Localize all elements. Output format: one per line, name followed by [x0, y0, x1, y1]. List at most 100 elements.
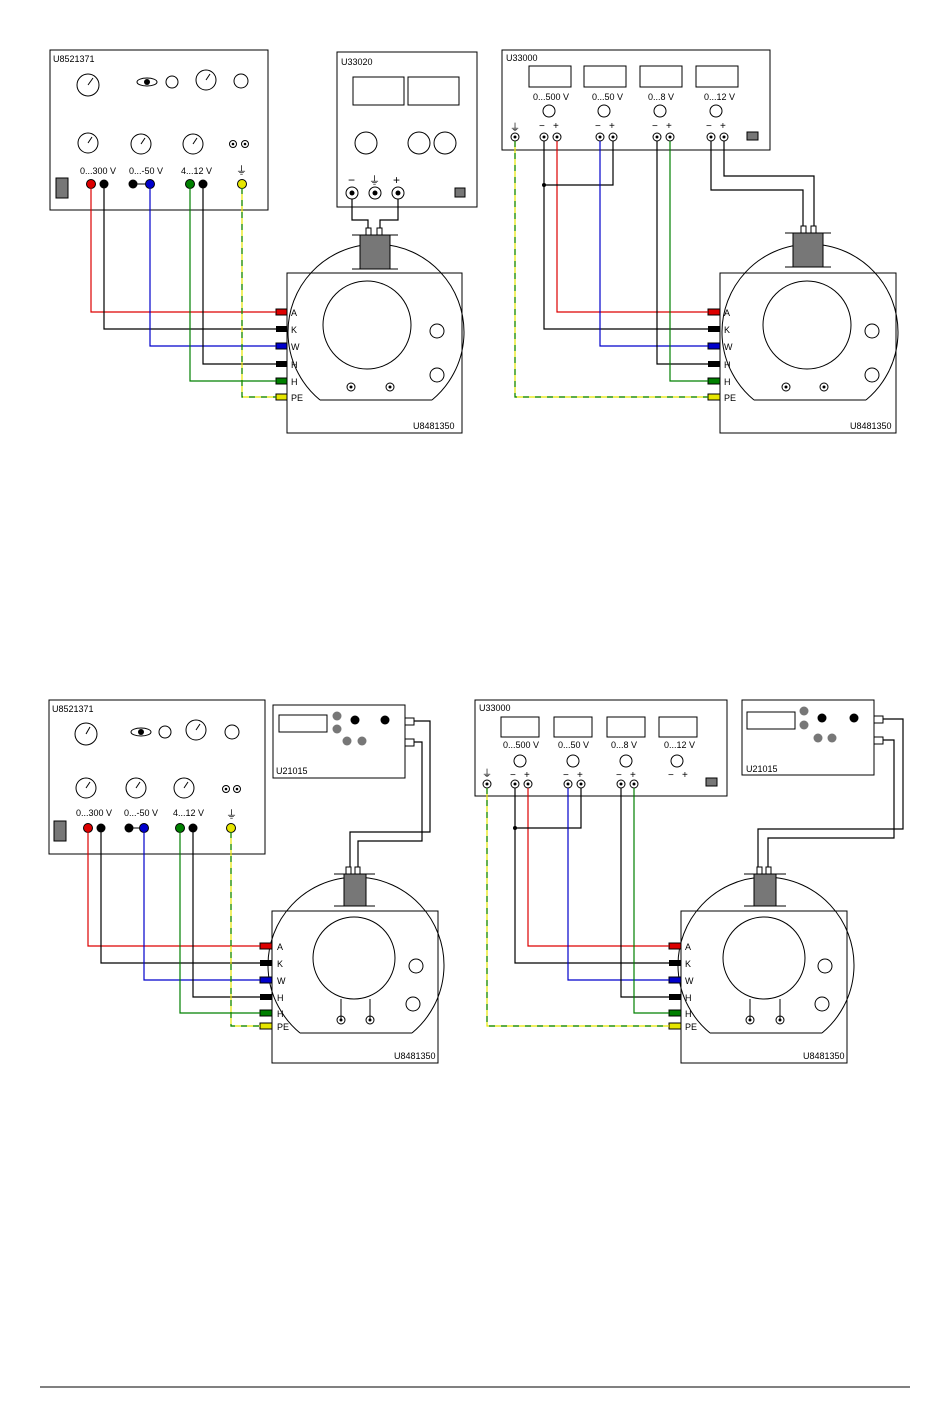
ground-symbol: ⏚	[226, 808, 237, 821]
terminal-label: A	[724, 308, 730, 318]
ground-symbol: ⏚	[236, 164, 247, 177]
diagram-top-right: U33000 0...500 V 0...50 V 0...8 V 0...12…	[501, 49, 899, 434]
wires	[87, 720, 431, 1027]
terminal-label: H	[291, 377, 298, 387]
knob-icon	[158, 725, 172, 739]
range-label: 0...8 V	[611, 740, 637, 750]
supply-name: U8521371	[53, 54, 95, 64]
tube-name: U8481350	[803, 1051, 845, 1061]
tube-u8481350: U8481350 A K W H H PE	[275, 227, 465, 434]
knob-icon	[405, 996, 421, 1012]
meter-u21015: U21015	[272, 704, 415, 779]
terminal-label: PE	[685, 1022, 697, 1032]
terminal-label: A	[291, 308, 297, 318]
plus-label: +	[609, 121, 615, 132]
range-label: 0...300 V	[76, 808, 112, 818]
terminal-w	[275, 342, 288, 350]
tube-u8481350: U8481350 A K W H H PE	[259, 866, 445, 1064]
tube-name: U8481350	[413, 421, 455, 431]
power-supply-u8521371: U8521371 0...300 V 0...-50 V 4...12 V ⏚	[49, 49, 269, 211]
terminal-label: W	[685, 976, 694, 986]
socket-black	[128, 179, 138, 189]
socket-icon	[229, 140, 237, 148]
knob-icon	[653, 104, 667, 118]
knob-icon	[165, 75, 179, 89]
terminal-label: W	[277, 976, 286, 986]
plus-label: +	[524, 770, 530, 781]
display	[278, 714, 328, 733]
power-switch	[746, 131, 759, 141]
knob-icon	[125, 777, 147, 799]
wire-black	[103, 188, 276, 330]
terminal-label: PE	[291, 393, 303, 403]
socket-icon	[385, 382, 395, 392]
plus-label: +	[666, 121, 672, 132]
minus-label: −	[616, 770, 622, 781]
range-label: 4...12 V	[173, 808, 204, 818]
knob-icon	[709, 104, 723, 118]
terminal-h	[275, 377, 288, 385]
terminal-label: H	[724, 377, 731, 387]
ground-symbol: ⏚	[482, 768, 492, 780]
display	[583, 65, 627, 88]
wire-blue	[149, 188, 276, 347]
power-supply-u33020: U33020 − ⏚ +	[336, 51, 478, 208]
range-label: 0...-50 V	[129, 166, 163, 176]
socket-yellow	[237, 179, 247, 189]
minus-label: −	[510, 770, 516, 781]
display	[695, 65, 739, 88]
terminal-label: H	[277, 1009, 284, 1019]
knob-icon	[864, 367, 880, 383]
range-label: 0...-50 V	[124, 808, 158, 818]
terminal-label: K	[685, 959, 691, 969]
display	[407, 76, 460, 106]
supply-name: U33000	[479, 703, 511, 713]
power-switch	[55, 177, 69, 199]
terminal-label: H	[685, 993, 692, 1003]
plus-label: +	[577, 770, 583, 781]
wire-coil	[351, 199, 369, 228]
wires	[486, 718, 904, 1027]
minus-label: −	[652, 121, 658, 132]
supply-name: U33020	[341, 57, 373, 67]
coil-connector	[343, 873, 367, 907]
coil-connector	[792, 232, 824, 268]
diagram-bottom-left: U8521371 0...300 V 0...-50 V 4...12 V ⏚	[48, 699, 445, 1064]
terminal-label: W	[724, 342, 733, 352]
socket-icon	[346, 382, 356, 392]
range-label: 0...12 V	[664, 740, 695, 750]
terminal-label: K	[724, 325, 730, 335]
supply-name: U8521371	[52, 704, 94, 714]
terminal-label: A	[277, 942, 283, 952]
knob-icon	[130, 133, 152, 155]
minus-label: −	[595, 121, 601, 132]
tube-name: U8481350	[850, 421, 892, 431]
tube-u8481350: U8481350 A K W H H PE	[707, 225, 899, 434]
tube-u8481350: U8481350 A K W H H PE	[668, 866, 855, 1064]
knob-icon	[233, 73, 249, 89]
knob-icon	[224, 724, 240, 740]
socket-icon	[368, 186, 382, 200]
wire-yellow	[241, 188, 276, 398]
terminal-label: K	[291, 325, 297, 335]
minus-label: −	[668, 770, 674, 781]
minus-label: −	[706, 121, 712, 132]
knob-icon	[408, 958, 424, 974]
wires	[90, 188, 399, 398]
knob-icon	[185, 719, 207, 741]
terminal-label: W	[291, 342, 300, 352]
wire-red	[90, 188, 276, 313]
knob-icon	[429, 323, 445, 339]
knob-indicator	[87, 136, 93, 144]
switch-icon	[136, 77, 158, 87]
diagram-top-left: U8521371 0...300 V 0...-50 V 4...12 V ⏚	[49, 49, 478, 434]
knob-indicator	[192, 137, 198, 145]
knob-indicator	[87, 77, 94, 86]
plus-label: +	[720, 121, 726, 132]
knob-icon	[173, 777, 195, 799]
knob-icon	[195, 69, 217, 91]
wire-black	[202, 188, 276, 365]
terminal-label: PE	[277, 1022, 289, 1032]
knob-icon	[864, 323, 880, 339]
knob-icon	[182, 133, 204, 155]
